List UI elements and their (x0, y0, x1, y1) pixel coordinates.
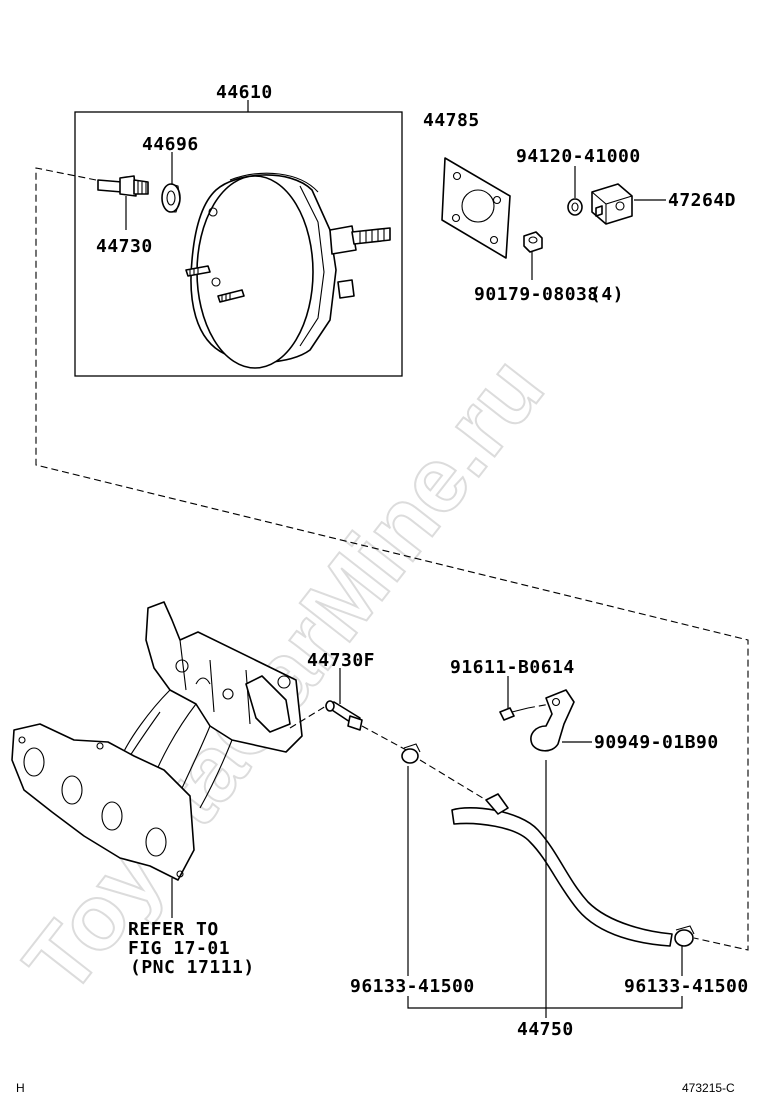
check-valve-44730 (97, 175, 149, 197)
bracket-44750 (407, 996, 683, 1009)
check-valve-44730f (325, 700, 363, 731)
label-44785: 44785 (423, 110, 480, 131)
bracket-47264d (591, 183, 633, 225)
label-96133-left: 96133-41500 (350, 976, 475, 997)
label-44750: 44750 (517, 1019, 574, 1040)
nut-90179 (523, 231, 543, 253)
intake-manifold (11, 601, 303, 881)
brake-booster-body (185, 172, 391, 369)
label-96133-right: 96133-41500 (624, 976, 749, 997)
reference-dashed-line (35, 167, 749, 951)
label-44696: 44696 (142, 134, 199, 155)
label-90949-01b90: 90949-01B90 (594, 732, 719, 753)
label-47264d: 47264D (668, 190, 736, 211)
grommet-44696 (161, 183, 181, 213)
dash-manifold-to-valve (289, 705, 327, 729)
label-91611-b0614: 91611-B0614 (450, 657, 575, 678)
hose-clip-left (401, 743, 421, 764)
bolt-91611 (499, 707, 529, 721)
footer-left-code: H (16, 1081, 25, 1095)
label-44730: 44730 (96, 236, 153, 257)
hose-clip-right (674, 925, 695, 947)
gasket-44785 (441, 157, 511, 259)
dash-clip-to-hose (419, 759, 487, 801)
footer-figure-number: 473215-C (682, 1081, 735, 1095)
manifold-ref-line2: FIG 17-01 (128, 938, 230, 959)
vacuum-hose-44750 (451, 793, 673, 947)
booster-group-box (74, 111, 403, 377)
label-44730f: 44730F (307, 650, 375, 671)
dash-bolt-to-clamp (527, 703, 551, 709)
dash-44730f-to-clip (361, 725, 411, 753)
label-90179-08038: 90179-08038 (474, 284, 599, 305)
label-94120-41000: 94120-41000 (516, 146, 641, 167)
label-44610: 44610 (216, 82, 273, 103)
clamp-90949 (530, 689, 575, 752)
nut-washer-94120 (567, 198, 583, 216)
manifold-ref-line1: REFER TO (128, 919, 219, 940)
manifold-ref-line3: (PNC 17111) (130, 957, 255, 978)
label-90179-qty: (4) (590, 284, 624, 305)
